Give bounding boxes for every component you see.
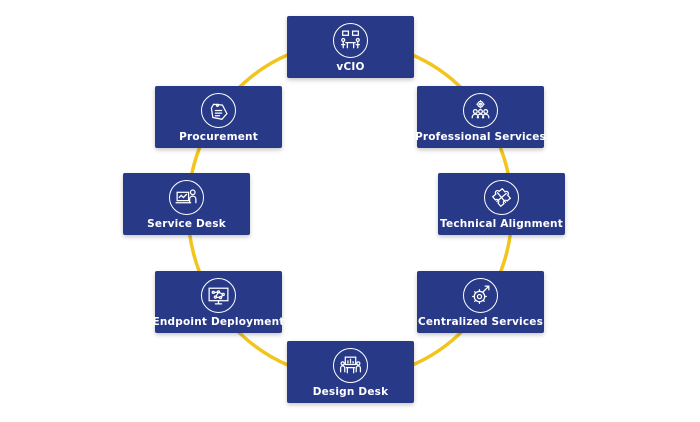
puzzle-icon — [484, 180, 519, 215]
tag-icon — [201, 93, 236, 128]
node-label: Service Desk — [147, 218, 226, 230]
node-label: Technical Alignment — [440, 218, 563, 230]
gear-growth-icon — [463, 278, 498, 313]
node-label: Professional Services — [415, 131, 547, 143]
node-procurement[interactable]: Procurement — [155, 86, 282, 148]
meeting-table-icon — [333, 23, 368, 58]
node-technical-alignment[interactable]: Technical Alignment — [438, 173, 565, 235]
node-vcio[interactable]: vCIO — [287, 16, 414, 78]
node-label: Endpoint Deployment — [152, 316, 285, 328]
network-monitor-icon — [201, 278, 236, 313]
node-professional-services[interactable]: Professional Services — [415, 86, 547, 148]
agent-computer-icon — [169, 180, 204, 215]
node-centralized-services[interactable]: Centralized Services — [417, 271, 544, 333]
node-design-desk[interactable]: Design Desk — [287, 341, 414, 403]
node-service-desk[interactable]: Service Desk — [123, 173, 250, 235]
presentation-icon — [333, 348, 368, 383]
node-label: Design Desk — [312, 386, 389, 398]
team-gear-icon — [463, 93, 498, 128]
node-label: vCIO — [336, 61, 365, 73]
node-label: Procurement — [179, 131, 258, 143]
node-endpoint-deployment[interactable]: Endpoint Deployment — [152, 271, 285, 333]
node-label: Centralized Services — [417, 316, 544, 328]
